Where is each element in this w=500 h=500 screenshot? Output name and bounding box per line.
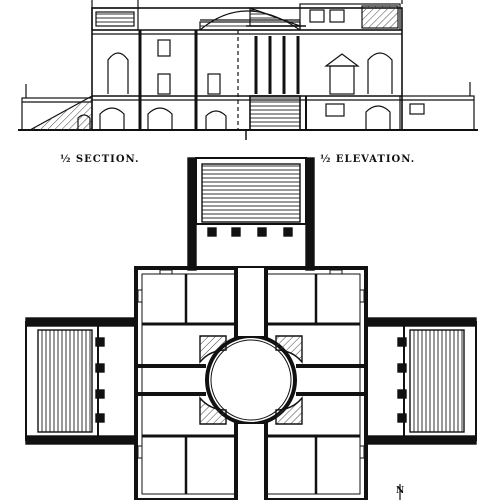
elevation-label: ½ ELEVATION. — [320, 154, 416, 165]
section-label: ½ SECTION. — [60, 154, 140, 165]
section-elevation-drawing — [18, 0, 478, 140]
north-label: N — [396, 486, 406, 496]
floor-plan-drawing — [25, 157, 477, 500]
